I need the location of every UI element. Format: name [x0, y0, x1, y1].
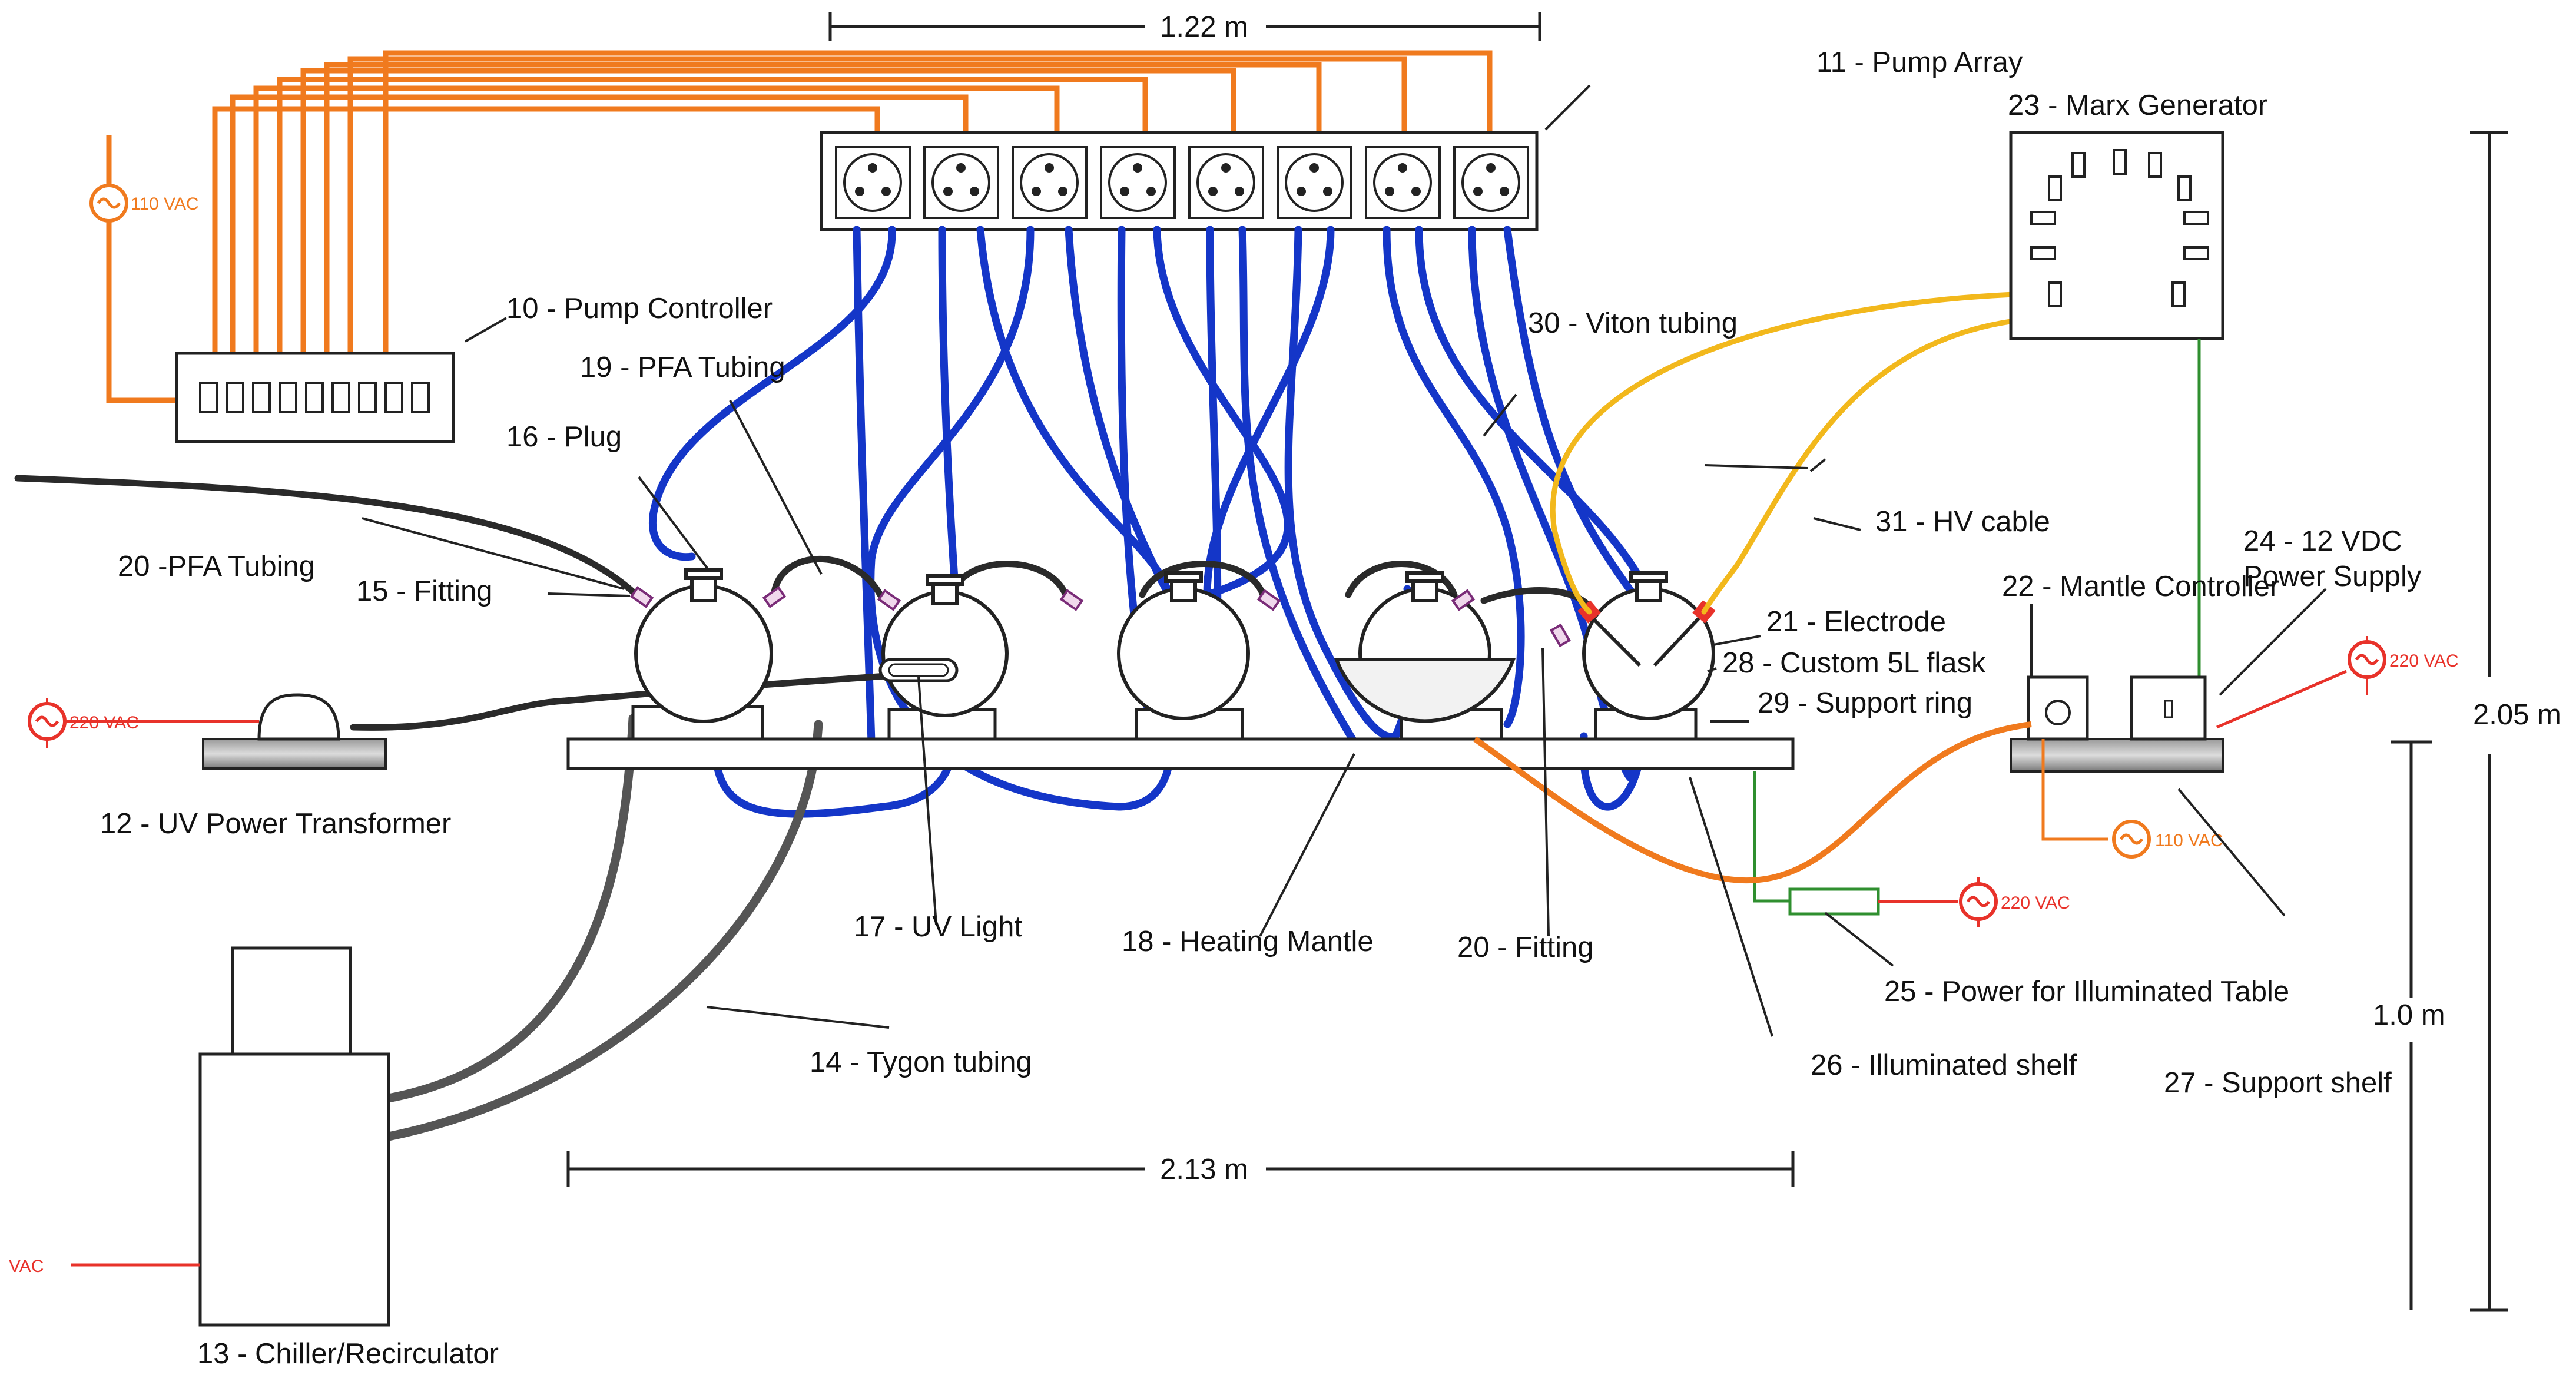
marx-generator: [2009, 131, 2224, 340]
label-support-shelf: 27 - Support shelf: [2164, 1067, 2392, 1099]
label-pfa-tubing-19: 19 - PFA Tubing: [580, 352, 785, 383]
label-mantle-controller: 22 - Mantle Controller: [2002, 571, 2279, 602]
tygon-tubing: [384, 714, 823, 1141]
label-plug: 16 - Plug: [506, 421, 622, 453]
label-tygon-tubing: 14 - Tygon tubing: [810, 1046, 1032, 1078]
label-uv-light: 17 - UV Light: [854, 911, 1022, 943]
label-fitting-20: 20 - Fitting: [1457, 932, 1593, 963]
label-uv-power-transformer: 12 - UV Power Transformer: [100, 808, 451, 840]
label-pump-array: 11 - Pump Array: [1816, 47, 2023, 78]
ac-source-110-top-label: 110 VAC: [131, 194, 199, 214]
leader-lines: [362, 84, 2327, 1037]
pump-control-wiring: [106, 50, 1493, 403]
label-hv-cable: 31 - HV cable: [1875, 506, 2050, 538]
pump-array: [820, 131, 1539, 231]
mantle-controller: [2027, 675, 2089, 741]
label-power-illuminated-table: 25 - Power for Illuminated Table: [1884, 976, 2289, 1008]
label-power-supply-line1: 24 - 12 VDC: [2243, 525, 2402, 557]
heating-mantle: [1334, 658, 1516, 723]
label-heating-mantle: 18 - Heating Mantle: [1122, 926, 1374, 957]
label-pfa-tubing-20: 20 -PFA Tubing: [118, 551, 315, 582]
ac-source-220-table: 220 VAC: [1878, 877, 2070, 927]
dimension-shelf-height: [2391, 740, 2432, 1310]
ac-source-220-transformer-label: 220 VAC: [69, 713, 139, 733]
dimension-shelf-height-label: 1.0 m: [2373, 999, 2445, 1031]
ac-source-110-top: 110 VAC: [89, 184, 199, 223]
dimension-total-height-label: 2.05 m: [2473, 699, 2561, 731]
label-illuminated-shelf: 26 - Illuminated shelf: [1811, 1049, 2077, 1081]
hv-cables: [1550, 291, 2046, 615]
ac-source-220-right-label: 220 VAC: [2389, 651, 2459, 671]
label-electrode: 21 - Electrode: [1766, 606, 1946, 638]
illuminated-shelf: [566, 737, 1795, 770]
label-viton-tubing: 30 - Viton tubing: [1528, 307, 1738, 339]
label-power-supply-line2: Power Supply: [2243, 561, 2422, 592]
electrodes: [1588, 614, 1703, 667]
dimension-table-label: 2.13 m: [1160, 1154, 1248, 1185]
fittings: [629, 586, 1572, 648]
support-shelf: [2010, 738, 2224, 773]
illuminated-table-power-box: [1788, 887, 1880, 916]
ac-source-220-transformer: 220 VAC: [28, 698, 259, 748]
ac-source-220-right: 220 VAC: [2216, 636, 2459, 729]
uv-power-transformer: [202, 693, 387, 770]
dc-power-supply: [2130, 675, 2207, 741]
ac-source-110-mantle-label: 110 VAC: [2155, 831, 2223, 850]
label-marx-generator: 23 - Marx Generator: [2008, 90, 2267, 121]
label-fitting-15: 15 - Fitting: [356, 575, 492, 607]
dimension-total-height: [2470, 131, 2508, 1312]
chiller: [198, 946, 390, 1327]
dimension-pump-array-label: 1.22 m: [1160, 11, 1248, 43]
dimension-pump-array: [828, 12, 1541, 41]
label-pump-controller: 10 - Pump Controller: [506, 293, 773, 324]
pump-controller: [175, 352, 455, 443]
label-custom-flask: 28 - Custom 5L flask: [1722, 647, 1986, 679]
label-support-ring: 29 - Support ring: [1758, 687, 1972, 719]
label-chiller: 13 - Chiller/Recirculator: [197, 1338, 499, 1370]
ac-source-110-mantle: 110 VAC: [2041, 739, 2223, 859]
ac-source-220-table-label: 220 VAC: [2001, 893, 2070, 913]
mantle-cable: [1473, 721, 2032, 884]
chiller-power-label: VAC: [9, 1257, 44, 1276]
green-wiring: [1753, 339, 2201, 903]
dimension-table: [566, 1151, 1795, 1187]
